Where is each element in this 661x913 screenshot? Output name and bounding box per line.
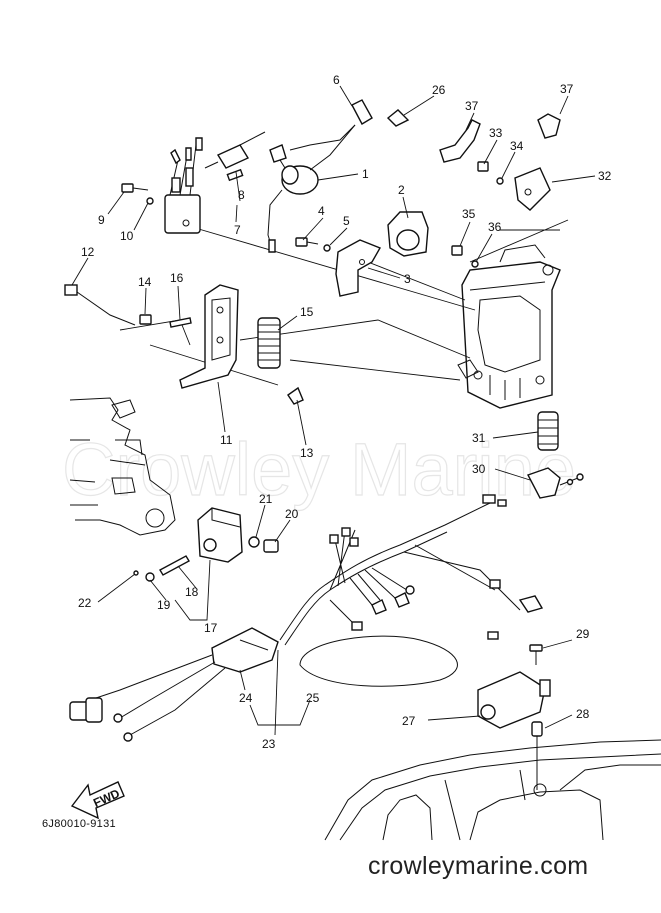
spark-plug-cap-right xyxy=(537,113,561,139)
collar-28 xyxy=(531,721,543,790)
spring-18 xyxy=(159,555,190,576)
bolt-9 xyxy=(121,183,149,193)
switch-17 xyxy=(197,507,243,563)
bracket-3 xyxy=(335,239,382,297)
clamp-26 xyxy=(386,109,410,127)
rectifier xyxy=(387,211,429,257)
callout-4: 4 xyxy=(318,204,325,218)
wiring-harness xyxy=(279,494,544,646)
harness-loop-25 xyxy=(299,635,458,687)
screw-33 xyxy=(477,161,489,172)
relay-27 xyxy=(477,671,551,729)
forward-direction-arrow: FWD xyxy=(70,781,125,820)
bolt-14 xyxy=(139,314,152,325)
cdi-unit xyxy=(164,144,201,234)
callout-31: 31 xyxy=(472,431,486,445)
callout-21: 21 xyxy=(259,492,273,506)
callout-35: 35 xyxy=(462,207,476,221)
callout-22: 22 xyxy=(78,596,92,610)
callout-37-right: 37 xyxy=(560,82,574,96)
ring-terminal-a xyxy=(113,713,123,723)
callout-14: 14 xyxy=(138,275,152,289)
callout-8: 8 xyxy=(238,188,245,202)
bracket-32 xyxy=(514,167,551,211)
callout-28: 28 xyxy=(576,707,590,721)
bolt-20 xyxy=(263,539,279,553)
callout-15: 15 xyxy=(300,305,314,319)
pin-16 xyxy=(169,317,192,328)
spring-15 xyxy=(257,317,281,369)
bracket-11 xyxy=(179,284,239,389)
callout-10: 10 xyxy=(120,229,134,243)
electrical-bracket-housing xyxy=(457,244,561,409)
fwd-label: FWD xyxy=(91,786,122,810)
bracket-30 xyxy=(527,467,584,499)
callout-37-left: 37 xyxy=(465,99,479,113)
callout-7: 7 xyxy=(234,223,241,237)
callout-1: 1 xyxy=(362,167,369,181)
wire-terminals xyxy=(170,137,203,165)
engine-block-outline xyxy=(69,397,176,536)
callout-20: 20 xyxy=(285,507,299,521)
callout-18: 18 xyxy=(185,585,199,599)
callout-12: 12 xyxy=(81,245,95,259)
callout-3: 3 xyxy=(404,272,411,286)
washer-19 xyxy=(145,572,155,582)
callout-2: 2 xyxy=(398,183,405,197)
callout-11: 11 xyxy=(220,433,233,447)
callout-29: 29 xyxy=(576,627,590,641)
washer-36 xyxy=(471,260,479,268)
washer-10 xyxy=(146,197,154,205)
connector-block-24 xyxy=(89,627,279,736)
bolt-29 xyxy=(529,644,543,665)
callout-16: 16 xyxy=(170,271,184,285)
bottom-cowling-outline xyxy=(324,739,661,841)
main-connector-plug xyxy=(69,697,103,723)
callout-5: 5 xyxy=(343,214,350,228)
callout-9: 9 xyxy=(98,213,105,227)
washer-21 xyxy=(248,536,260,548)
callout-24: 24 xyxy=(239,691,253,705)
callout-36: 36 xyxy=(488,220,502,234)
callout-17: 17 xyxy=(204,621,218,635)
spark-plug-cap-left xyxy=(439,119,481,163)
fuse-holder xyxy=(204,131,266,182)
site-url: crowleymarine.com xyxy=(368,852,589,880)
ignition-coil xyxy=(267,124,356,253)
callout-labels: 1 2 3 4 5 6 7 8 9 10 11 12 13 14 15 16 1… xyxy=(78,73,612,751)
ring-terminal-b xyxy=(123,732,133,742)
clip-13 xyxy=(287,386,304,405)
callout-13: 13 xyxy=(300,446,314,460)
callout-19: 19 xyxy=(157,598,171,612)
connector-12 xyxy=(64,284,136,326)
callout-26: 26 xyxy=(432,83,446,97)
callout-25: 25 xyxy=(306,691,320,705)
callout-32: 32 xyxy=(598,169,612,183)
plug-cap-6 xyxy=(289,99,373,151)
callout-6: 6 xyxy=(333,73,340,87)
callout-30: 30 xyxy=(472,462,486,476)
callout-leaders xyxy=(71,85,596,736)
callout-27: 27 xyxy=(402,714,416,728)
screw-35 xyxy=(451,245,463,256)
washer-34 xyxy=(496,177,504,185)
callout-33: 33 xyxy=(489,126,503,140)
spring-31 xyxy=(537,411,559,451)
drawing-code: 6J80010-9131 xyxy=(42,818,116,830)
callout-23: 23 xyxy=(262,737,276,751)
washer-5 xyxy=(323,244,331,252)
bolt-4 xyxy=(295,237,319,247)
callout-34: 34 xyxy=(510,139,524,153)
